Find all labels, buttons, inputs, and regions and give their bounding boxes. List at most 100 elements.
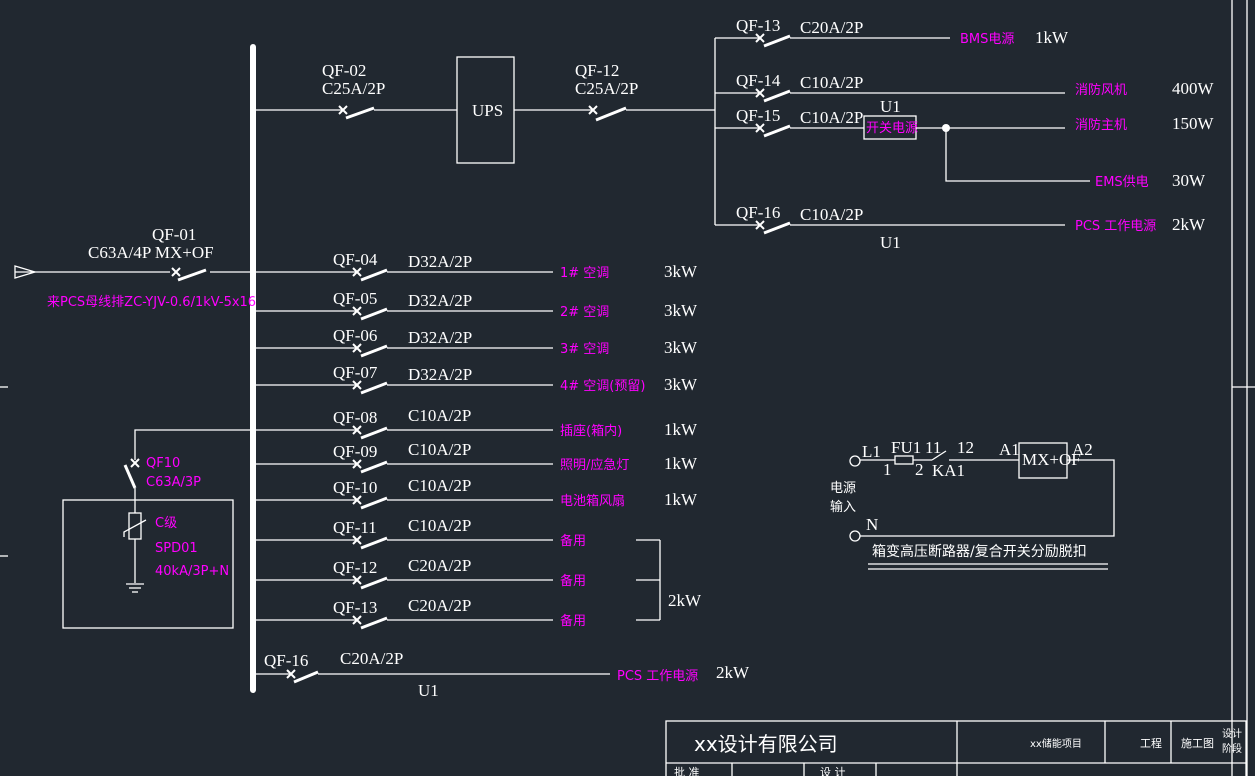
- breaker-label: QF-09: [333, 442, 377, 461]
- breaker-rating: C10A/2P: [408, 406, 471, 425]
- breaker-symbol: [360, 307, 388, 321]
- breaker-rating: C10A/2P: [800, 108, 863, 127]
- load-label: 备用: [560, 573, 586, 589]
- breaker-rating: C20A/2P: [800, 18, 863, 37]
- source-label: 输入: [830, 499, 856, 515]
- breaker-rating: C10A/2P: [800, 205, 863, 224]
- load-label: 照明/应急灯: [560, 457, 629, 473]
- stage-label: 设计: [1222, 727, 1242, 740]
- breaker-rating: D32A/2P: [408, 328, 472, 347]
- design-label: 设 计: [820, 766, 846, 776]
- stage-label: 阶段: [1222, 742, 1242, 755]
- breaker-trip-mark-icon: [755, 33, 765, 43]
- breaker-symbol: [177, 268, 207, 282]
- terminal-label: 2: [915, 460, 924, 479]
- power-label: 1kW: [664, 490, 698, 509]
- breaker-symbol: [360, 536, 388, 550]
- feeder-qf-12: QF-12 C20A/2P 备用: [256, 556, 586, 590]
- breaker-symbol: [360, 616, 388, 630]
- terminal-label: 1: [883, 460, 892, 479]
- design-stage: 施工图: [1181, 737, 1214, 750]
- power-label: 30W: [1172, 171, 1206, 190]
- breaker-trip-mark-icon: [352, 267, 362, 277]
- breaker-label: QF-16: [264, 651, 308, 670]
- load-label: 插座(箱内): [560, 423, 622, 439]
- breaker-symbol: [360, 460, 388, 474]
- breaker-label: QF-16: [736, 203, 780, 222]
- n-label: N: [866, 515, 878, 534]
- breaker-rating: D32A/2P: [408, 365, 472, 384]
- power-label: 2kW: [1172, 215, 1206, 234]
- ground-icon: [126, 583, 144, 593]
- breaker-rating: C10A/2P: [408, 440, 471, 459]
- breaker-trip-mark-icon: [352, 615, 362, 625]
- breaker-rating: C63A/4P MX+OF: [88, 243, 214, 262]
- load-label: 2# 空调: [560, 305, 609, 320]
- load-label: BMS电源: [960, 32, 1014, 47]
- breaker-label: QF-08: [333, 408, 377, 427]
- coil-label: MX+OF: [1022, 450, 1081, 469]
- breaker-symbol: [360, 268, 388, 282]
- feeder-qf-16: QF-16 C10A/2P PCS 工作电源 2kW: [715, 203, 1206, 235]
- breaker-symbol: [763, 89, 791, 103]
- breaker-label: QF-13: [333, 598, 377, 617]
- breaker-trip-mark-icon: [352, 343, 362, 353]
- breaker-rating: C20A/2P: [408, 556, 471, 575]
- breaker-trip-mark-icon: [755, 123, 765, 133]
- load-label: 消防主机: [1075, 117, 1127, 133]
- control-caption: 箱变高压断路器/复合开关分励脱扣: [872, 543, 1087, 560]
- power-label: 2kW: [716, 663, 750, 682]
- power-label: 1kW: [664, 454, 698, 473]
- terminal-l1-icon: [849, 455, 861, 467]
- terminal-n-icon: [849, 530, 861, 542]
- spare-bracket: [636, 539, 661, 621]
- breaker-rating: C25A/2P: [322, 79, 385, 98]
- breaker-trip-mark-icon: [588, 105, 598, 115]
- breaker-symbol: [360, 426, 388, 440]
- load-label: 消防风机: [1075, 82, 1127, 98]
- breaker-symbol: [763, 34, 791, 48]
- power-label: 3kW: [664, 301, 698, 320]
- load-label: 电池箱风扇: [560, 493, 625, 509]
- breaker-symbol: [360, 381, 388, 395]
- breaker-label: QF-12: [333, 558, 377, 577]
- breaker-label: QF-01: [152, 225, 196, 244]
- terminal-label: 12: [957, 438, 974, 457]
- unit-label: U1: [880, 233, 901, 252]
- breaker-trip-mark-icon: [352, 459, 362, 469]
- load-label: 1# 空调: [560, 266, 609, 281]
- breaker-label: QF-06: [333, 326, 377, 345]
- load-label: 备用: [560, 533, 586, 549]
- power-label: 150W: [1172, 114, 1215, 133]
- breaker-label: QF-07: [333, 363, 378, 382]
- relay-label: KA1: [932, 461, 965, 480]
- control-circuit: L1 N FU1 1 2 11 12 KA1 A1 A2 MX+OF 电源 输入…: [830, 438, 1115, 570]
- spd-box: [62, 499, 234, 629]
- breaker-label: QF-02: [322, 61, 366, 80]
- spd-spec: 40kA/3P+N: [155, 564, 229, 579]
- breaker-rating: C63A/3P: [146, 475, 201, 490]
- breaker-rating: C20A/2P: [340, 649, 403, 668]
- breaker-label: QF-10: [333, 478, 377, 497]
- load-label: PCS 工作电源: [1075, 219, 1156, 234]
- approve-label: 批 准: [674, 765, 700, 776]
- load-label: PCS 工作电源: [617, 669, 698, 684]
- breaker-symbol: [763, 221, 791, 235]
- breaker-rating: C10A/2P: [408, 516, 471, 535]
- breaker-trip-mark-icon: [130, 458, 140, 468]
- spd-class: C级: [155, 516, 177, 531]
- breaker-trip-mark-icon: [755, 88, 765, 98]
- load-label: 3# 空调: [560, 342, 609, 357]
- power-label: 400W: [1172, 79, 1215, 98]
- load-label: EMS供电: [1095, 175, 1149, 190]
